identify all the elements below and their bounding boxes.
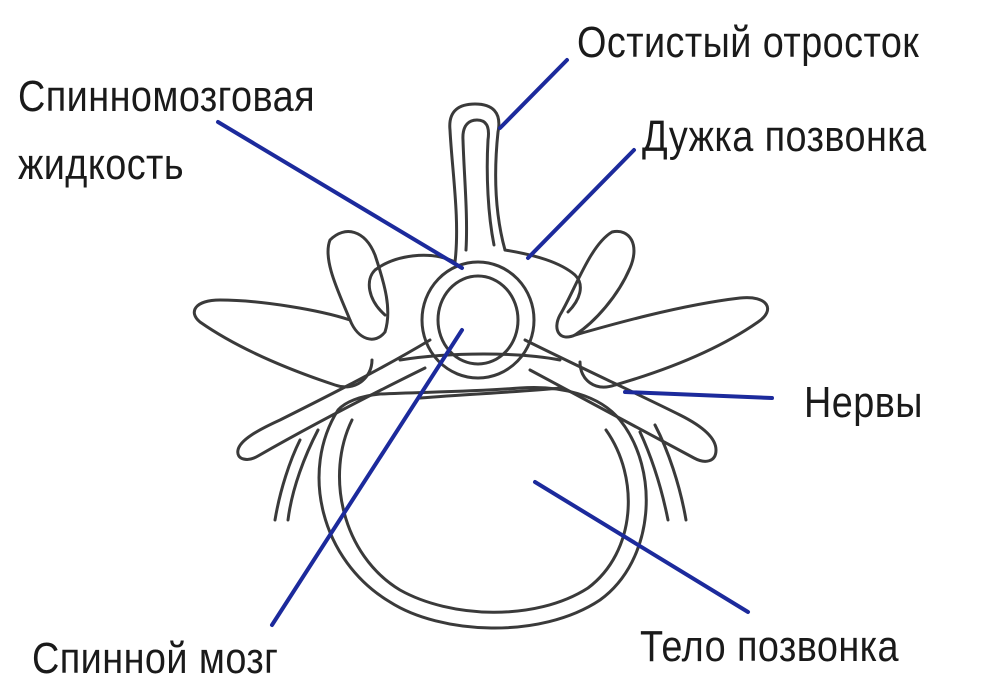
spinous-process-inner [463,120,494,250]
vertebral-body-inner-rim [339,420,628,612]
label-spinous-process: Остистый отросток [577,18,919,69]
label-vertebral-arch: Дужка позвонка [642,112,927,163]
nerve-root-left-branch-2 [288,430,318,520]
leader-line-lamina [528,150,634,258]
label-vertebral-body: Тело позвонка [640,622,899,673]
leader-line-csf [218,122,462,268]
endplate-line [400,354,560,360]
articular-process-left [328,232,388,340]
spinous-process-outline [450,104,505,262]
label-nerves: Нервы [804,378,923,429]
leader-line-body [535,482,748,612]
label-csf-line2: жидкость [18,140,184,191]
transverse-process-left [194,300,372,387]
label-spinal-cord: Спинной мозг [32,634,278,685]
label-csf-line1: Спинномозговая [18,72,315,123]
vertebral-body-outline [319,387,646,628]
lamina-left [369,255,455,315]
leader-line-spinous [500,60,567,128]
leader-line-nerves [625,392,772,398]
